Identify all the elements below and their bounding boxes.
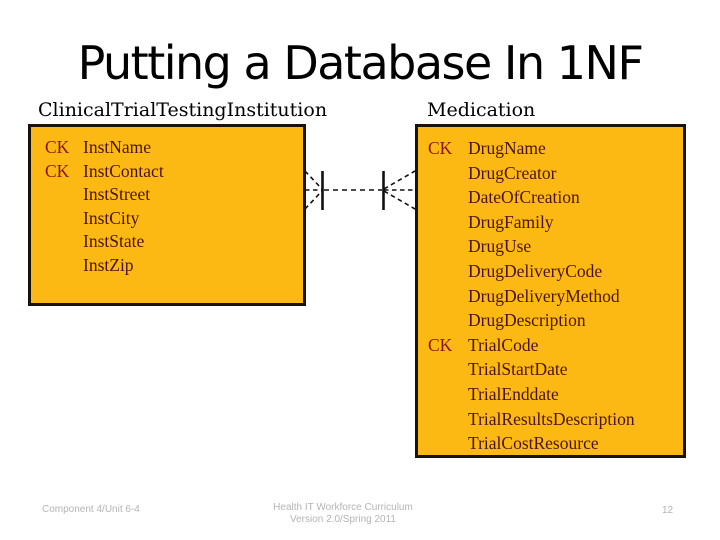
composite-key-marker: [31, 254, 83, 278]
attribute-row: TrialStartDate: [418, 357, 683, 382]
attribute-row: DrugFamily: [418, 210, 683, 235]
attribute-row: InstZip: [31, 254, 303, 278]
composite-key-marker: [418, 284, 468, 309]
entity-label-clinical-trial-testing-institution: ClinicalTrialTestingInstitution: [38, 99, 328, 121]
attribute-row: DrugCreator: [418, 161, 683, 186]
attribute-name: InstName: [83, 137, 152, 157]
composite-key-marker: CK: [45, 160, 70, 181]
composite-key-marker: [418, 357, 468, 382]
attribute-name: TrialCostResource: [468, 433, 599, 454]
attribute-name: DrugName: [468, 138, 546, 158]
attribute-name: DrugDeliveryMethod: [468, 285, 620, 306]
composite-key-marker: [418, 210, 468, 235]
attribute-row: DrugDeliveryCode: [418, 259, 683, 284]
composite-key-marker: [418, 382, 468, 407]
composite-key-marker: [418, 185, 468, 210]
attribute-row: CK TrialCode: [418, 333, 683, 358]
attribute-row: TrialCostResource: [418, 431, 683, 456]
attribute-name: TrialResultsDescription: [468, 408, 635, 429]
attribute-row: DateOfCreation: [418, 185, 683, 210]
attribute-name: InstContact: [83, 160, 164, 181]
footer-component-unit: Component 4/Unit 6-4: [42, 504, 140, 515]
attribute-row: DrugDescription: [418, 308, 683, 333]
slide-title: Putting a Database In 1NF: [77, 36, 644, 90]
attribute-name: InstStreet: [83, 184, 151, 204]
attribute-row: InstState: [31, 230, 303, 254]
attribute-row: InstStreet: [31, 183, 303, 207]
entity-label-medication: Medication: [427, 99, 536, 121]
composite-key-marker: CK: [45, 137, 70, 157]
footer-curriculum-line2: Version 2.0/Spring 2011: [289, 514, 396, 525]
composite-key-marker: [418, 259, 468, 284]
composite-key-marker: [31, 207, 83, 231]
attribute-name: TrialCode: [468, 334, 539, 355]
crow-foot-left-icon: [304, 170, 323, 210]
composite-key-marker: [418, 407, 468, 432]
composite-key-marker: [31, 183, 83, 207]
attribute-row: DrugDeliveryMethod: [418, 284, 683, 309]
attribute-row: DrugUse: [418, 234, 683, 259]
composite-key-marker: CK: [428, 138, 453, 158]
attribute-name: DrugFamily: [468, 211, 554, 232]
attribute-name: DrugDeliveryCode: [468, 260, 603, 281]
attribute-name: InstCity: [83, 207, 140, 228]
footer-page-number: 12: [662, 505, 674, 516]
attribute-row: CK DrugName: [418, 136, 683, 161]
attribute-row: TrialResultsDescription: [418, 407, 683, 432]
attribute-name: TrialStartDate: [468, 359, 568, 380]
attribute-row: CK InstContact: [31, 160, 303, 184]
attribute-name: DrugCreator: [468, 162, 557, 183]
footer-curriculum: Health IT Workforce Curriculum Version 2…: [243, 502, 443, 526]
composite-key-marker: [418, 234, 468, 259]
attribute-name: InstZip: [83, 254, 134, 275]
attribute-name: InstState: [83, 231, 145, 251]
attribute-row: InstCity: [31, 207, 303, 231]
composite-key-marker: CK: [428, 334, 453, 355]
crow-foot-right-icon: [383, 170, 416, 210]
attribute-name: DateOfCreation: [468, 187, 580, 208]
attribute-row: TrialEnddate: [418, 382, 683, 407]
composite-key-marker: [418, 308, 468, 333]
composite-key-marker: [418, 161, 468, 186]
attribute-name: DrugUse: [468, 236, 532, 257]
composite-key-marker: [418, 431, 468, 456]
footer-curriculum-line1: Health IT Workforce Curriculum: [273, 502, 413, 513]
composite-key-marker: [31, 230, 83, 254]
attribute-name: DrugDescription: [468, 310, 586, 331]
relationship-connector: [304, 170, 416, 210]
attribute-name: TrialEnddate: [468, 383, 559, 404]
attribute-row: CK InstName: [31, 136, 303, 160]
